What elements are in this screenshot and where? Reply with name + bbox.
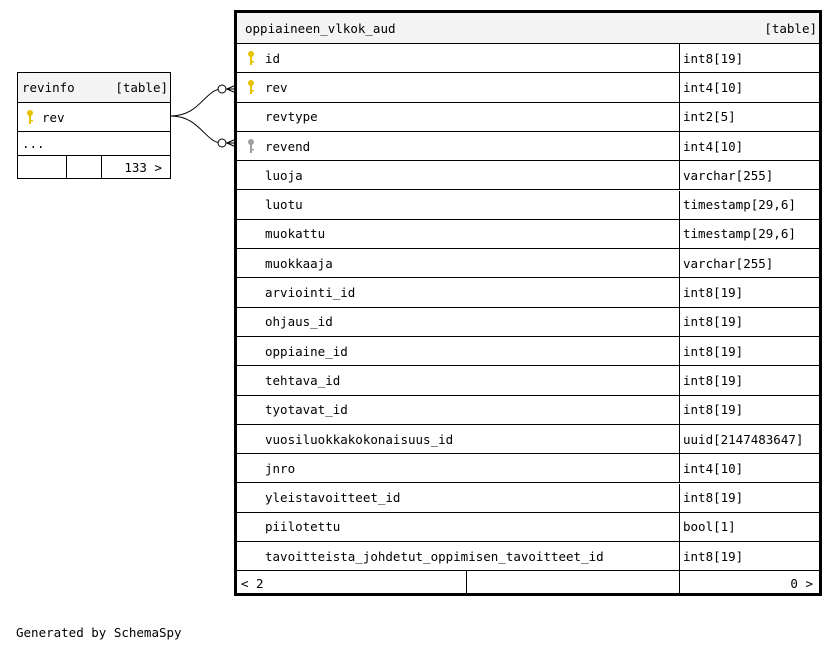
column-type: uuid[2147483647] (683, 431, 804, 447)
column-row-tyotavat_id[interactable]: tyotavat_id int8[19] (237, 395, 819, 425)
column-name: tyotavat_id (265, 402, 348, 418)
column-row-jnro[interactable]: jnro int4[10] (237, 454, 819, 484)
connector-revend (170, 115, 236, 144)
column-name: rev (265, 79, 288, 95)
table-header: revinfo [table] (18, 73, 170, 103)
column-row-yleistavoitteet_id[interactable]: yleistavoitteet_id int8[19] (237, 483, 819, 513)
column-name: vuosiluokkakokonaisuus_id (265, 431, 454, 447)
column-type: int8[19] (683, 372, 744, 388)
column-name: tavoitteista_johdetut_oppimisen_tavoitte… (265, 548, 604, 564)
table-footer: < 2 0 > (237, 571, 819, 595)
column-type: bool[1] (683, 519, 736, 535)
column-name: oppiaine_id (265, 343, 348, 359)
column-type: int8[19] (683, 490, 744, 506)
column-type: int8[19] (683, 548, 744, 564)
column-name: luoja (265, 167, 303, 183)
column-name: id (265, 50, 281, 66)
children-count[interactable]: 0 > (790, 575, 813, 591)
column-name: tehtava_id (265, 372, 341, 388)
column-type: varchar[255] (683, 167, 774, 183)
foreign-key-icon (248, 138, 254, 153)
table-type: [table] (764, 20, 817, 36)
column-name: luotu (265, 197, 303, 213)
column-row-luoja[interactable]: luoja varchar[255] (237, 161, 819, 191)
column-row-oppiaine_id[interactable]: oppiaine_id int8[19] (237, 337, 819, 367)
children-count[interactable]: 133 > (124, 159, 162, 175)
column-row-rev[interactable]: rev int4[10] (237, 73, 819, 103)
primary-key-icon (248, 51, 254, 65)
column-name: ohjaus_id (265, 314, 333, 330)
column-name: piilotettu (265, 519, 341, 535)
column-type: int4[10] (683, 79, 744, 95)
column-type: int8[19] (683, 50, 744, 66)
table-revinfo[interactable]: revinfo [table] rev ... 133 > (17, 72, 171, 179)
column-name: muokkaaja (265, 255, 333, 271)
column-row-vuosiluokkakokonaisuus_id[interactable]: vuosiluokkakokonaisuus_id uuid[2147483647… (237, 424, 819, 455)
column-row-ohjaus_id[interactable]: ohjaus_id int8[19] (237, 307, 819, 337)
column-type: int4[10] (683, 460, 744, 476)
column-type: int8[19] (683, 402, 744, 418)
column-type: int8[19] (683, 343, 744, 359)
column-name: revtype (265, 109, 318, 125)
column-type: timestamp[29,6] (683, 197, 796, 213)
ellipsis: ... (22, 136, 45, 151)
column-type: varchar[255] (683, 255, 774, 271)
column-row-luotu[interactable]: luotu timestamp[29,6] (237, 190, 819, 220)
column-row-rev[interactable]: rev (18, 103, 170, 132)
connector-optional-marker (217, 138, 227, 148)
column-row-muokattu[interactable]: muokattu timestamp[29,6] (237, 219, 819, 250)
column-type: timestamp[29,6] (683, 226, 796, 242)
primary-key-icon (248, 80, 254, 95)
generated-by-label: Generated by SchemaSpy (16, 625, 182, 640)
table-type: [table] (115, 80, 168, 95)
column-type: int2[5] (683, 109, 736, 125)
table-oppiaineen-vlkok-aud[interactable]: oppiaineen_vlkok_aud [table] id int8[19] r… (234, 10, 822, 596)
column-row-revtype[interactable]: revtype int2[5] (237, 102, 819, 132)
column-type: int8[19] (683, 314, 744, 330)
column-name: jnro (265, 460, 296, 476)
primary-key-icon (27, 110, 33, 124)
column-name: arviointi_id (265, 285, 356, 301)
column-row-arviointi_id[interactable]: arviointi_id int8[19] (237, 278, 819, 308)
column-type: int8[19] (683, 285, 744, 301)
column-name: muokattu (265, 226, 326, 242)
column-name: revend (265, 138, 311, 154)
connector-optional-marker (217, 84, 227, 94)
table-name[interactable]: revinfo (22, 80, 75, 95)
table-name[interactable]: oppiaineen_vlkok_aud (245, 20, 396, 36)
column-type: int4[10] (683, 138, 744, 154)
column-row-revend[interactable]: revend int4[10] (237, 131, 819, 162)
more-columns: ... (18, 132, 170, 156)
column-row-id[interactable]: id int8[19] (237, 44, 819, 74)
column-name: rev (42, 109, 65, 125)
column-row-muokkaaja[interactable]: muokkaaja varchar[255] (237, 249, 819, 279)
connector-rev (170, 88, 236, 117)
column-row-tavoitteista_johdetut_oppimisen_tavoitteet_id[interactable]: tavoitteista_johdetut_oppimisen_tavoitte… (237, 542, 819, 572)
column-name: yleistavoitteet_id (265, 490, 401, 506)
table-header: oppiaineen_vlkok_aud [table] (237, 13, 819, 44)
parents-count[interactable]: < 2 (241, 575, 264, 591)
table-footer: 133 > (18, 156, 170, 178)
column-row-piilotettu[interactable]: piilotettu bool[1] (237, 512, 819, 543)
column-row-tehtava_id[interactable]: tehtava_id int8[19] (237, 366, 819, 396)
